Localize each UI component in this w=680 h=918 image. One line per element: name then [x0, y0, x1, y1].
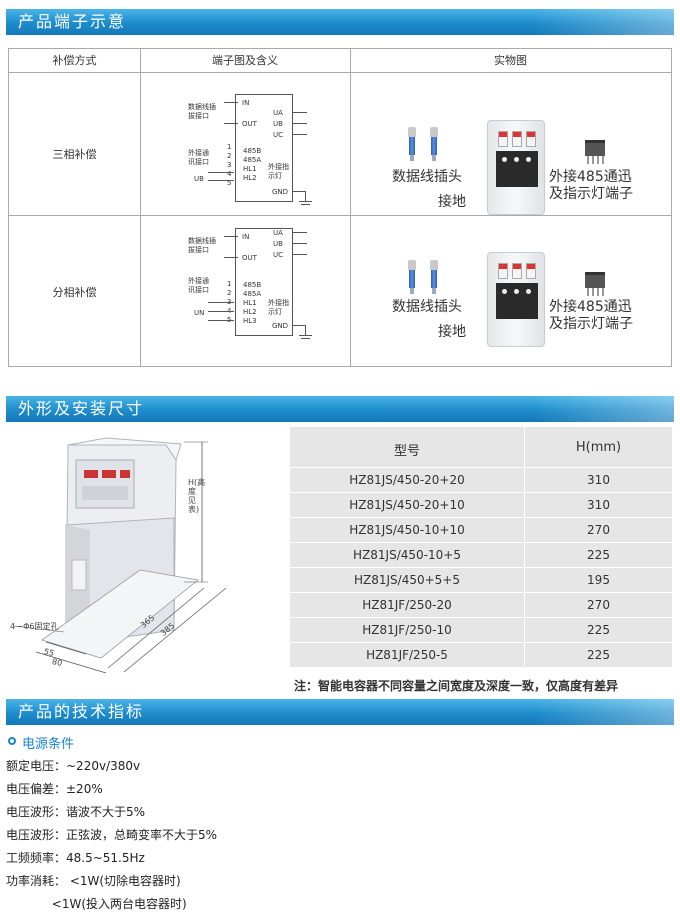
- spec-line: 电压波形：谐波不大于5%: [6, 805, 146, 819]
- data-plug-image: [408, 260, 416, 294]
- spec-line: 电压波形：正弦波，总畸变率不大于5%: [6, 828, 218, 842]
- data-plug-image: [408, 127, 416, 161]
- header-model: 型号: [393, 444, 420, 459]
- spec-line: 额定电压：~220v/380v: [6, 759, 141, 773]
- photo-ext-label-1: 外接485通迅: [549, 299, 632, 315]
- table-row-height: 270: [587, 598, 610, 612]
- spec-subheading: 电源条件: [22, 737, 75, 752]
- schematic-three-phase: 数据线插 拔接口 IN OUT UA UB UC 外接通 讯接口 1 2 3 4…: [180, 92, 330, 212]
- photo-ground-label: 接地: [438, 194, 466, 210]
- schematic-split-phase: 数据线插 拔接口 IN OUT UA UB UC 外接通 讯接口 1 2 3 4…: [180, 226, 330, 346]
- row-mode-split-phase: 分相补偿: [52, 286, 97, 299]
- photo-plug-label: 数据线插头: [392, 299, 462, 315]
- table-row-model: HZ81JF/250-5: [366, 648, 448, 662]
- row-mode-three-phase: 三相补偿: [52, 148, 97, 161]
- table-row-height: 225: [587, 648, 610, 662]
- section-title: 产品的技术指标: [18, 702, 145, 721]
- section-title: 产品端子示意: [18, 12, 127, 31]
- table-row-model: HZ81JS/450-20+10: [349, 498, 465, 512]
- section-banner-dimensions: 外形及安装尺寸: [6, 396, 674, 422]
- table-row-height: 270: [587, 523, 610, 537]
- data-plug-image: [430, 260, 438, 294]
- photo-ground-label: 接地: [438, 324, 466, 340]
- table-row-height: 310: [587, 473, 610, 487]
- spec-line: 功率消耗： <1W(切除电容器时): [6, 874, 181, 888]
- header-schematic: 端子图及含义: [212, 54, 278, 67]
- spec-line: <1W(投入两台电容器时): [6, 897, 187, 911]
- table-row-model: HZ81JS/450+5+5: [354, 573, 460, 587]
- section-banner-specs: 产品的技术指标: [6, 699, 674, 725]
- table-row-model: HZ81JS/450-10+10: [349, 523, 465, 537]
- table-row-model: HZ81JF/250-10: [362, 623, 452, 637]
- spec-line: 电压偏差：±20%: [6, 782, 103, 796]
- spec-line: 工频频率：48.5~51.5Hz: [6, 851, 145, 865]
- capacitor-terminal-photo: [487, 252, 545, 347]
- table-row-height: 225: [587, 623, 610, 637]
- table-row-height: 310: [587, 498, 610, 512]
- table-row-height: 195: [587, 573, 610, 587]
- terminal-table: 补偿方式 端子图及含义 实物图 三相补偿 分相补偿: [8, 48, 672, 367]
- terminal-connector-image: [585, 140, 605, 164]
- photo-ext-label-2: 及指示灯端子: [549, 186, 633, 202]
- header-mode: 补偿方式: [52, 54, 97, 67]
- bullet-ring-icon: [8, 737, 16, 745]
- table-row-model: HZ81JS/450-20+20: [349, 473, 465, 487]
- dimensions-note: 注：智能电容器不同容量之间宽度及深度一致，仅高度有差异: [294, 679, 619, 693]
- data-plug-image: [430, 127, 438, 161]
- model-height-table: 型号 H(mm) HZ81JS/450-20+20 310 HZ81JS/450…: [290, 427, 672, 667]
- photo-ext-label-1: 外接485通迅: [549, 169, 632, 185]
- table-row-model: HZ81JF/250-20: [362, 598, 452, 612]
- capacitor-terminal-photo: [487, 120, 545, 215]
- header-photo: 实物图: [494, 54, 527, 67]
- dim-hole-label: 4－Φ6固定孔: [10, 622, 59, 631]
- photo-ext-label-2: 及指示灯端子: [549, 316, 633, 332]
- capacitor-dimension-drawing: [13, 437, 227, 674]
- section-banner-terminals: 产品端子示意: [6, 9, 674, 35]
- table-row-height: 225: [587, 548, 610, 562]
- photo-plug-label: 数据线插头: [392, 169, 462, 185]
- table-row-model: HZ81JS/450-10+5: [353, 548, 461, 562]
- terminal-connector-image: [585, 272, 605, 296]
- dim-height-label: H(高度见表): [188, 478, 206, 514]
- section-title: 外形及安装尺寸: [18, 399, 145, 418]
- header-height: H(mm): [575, 440, 622, 455]
